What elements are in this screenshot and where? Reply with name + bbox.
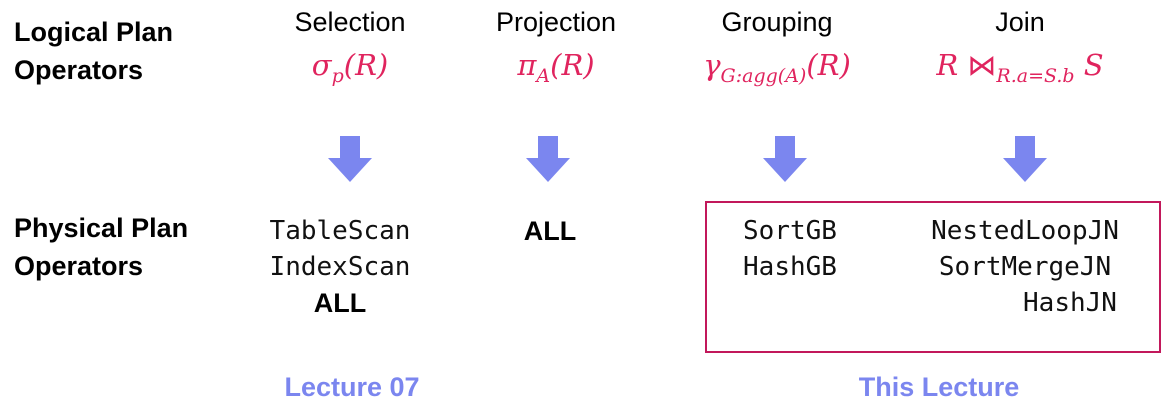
operator-selection-name: Selection <box>294 7 406 37</box>
grouping-symbol: γ <box>703 48 721 82</box>
grouping-subscript: G:agg(A) <box>720 65 807 87</box>
operator-grouping-name: Grouping <box>721 7 833 37</box>
selection-subscript: p <box>331 65 344 87</box>
join-symbol: ⋈ <box>967 48 997 82</box>
physical-op-tablescan: TableScan <box>269 216 411 246</box>
selection-arg: (R) <box>343 48 389 82</box>
down-arrow-icon <box>526 136 570 182</box>
grouping-formula: γG:agg(A)(R) <box>647 46 907 95</box>
this-lecture-box <box>705 201 1161 353</box>
physical-op-hashjn: HashJN <box>1023 288 1117 318</box>
operator-projection-name: Projection <box>495 7 617 37</box>
selection-symbol: σ <box>311 48 332 82</box>
physical-op-nestedloopjn: NestedLoopJN <box>931 216 1119 246</box>
this-lecture-label: This Lecture <box>858 372 1020 402</box>
projection-symbol: π <box>517 48 537 82</box>
logical-plan-label-line1: Logical Plan <box>14 17 174 47</box>
physical-op-all: ALL <box>523 216 577 246</box>
projection-physical-list: ALL <box>500 213 600 249</box>
physical-plan-label-line2: Operators <box>14 251 144 281</box>
down-arrow-icon <box>328 136 372 182</box>
join-subscript: R.a=S.b <box>996 65 1075 87</box>
selection-physical-list: TableScan IndexScan ALL <box>230 213 450 321</box>
logical-plan-label: Logical Plan Operators <box>14 15 173 87</box>
selection-formula: σp(R) <box>220 46 480 95</box>
join-left: R <box>936 48 959 82</box>
lecture-07-label: Lecture 07 <box>284 372 420 402</box>
physical-op-hashgb: HashGB <box>743 252 837 282</box>
physical-op-all: ALL <box>313 288 367 318</box>
physical-op-sortgb: SortGB <box>743 216 837 246</box>
projection-subscript: A <box>536 65 551 87</box>
grouping-physical-list: SortGB HashGB <box>715 213 865 285</box>
physical-plan-label-line1: Physical Plan <box>14 213 189 243</box>
physical-plan-label: Physical Plan Operators <box>14 211 188 283</box>
projection-formula: πA(R) <box>426 46 686 95</box>
physical-op-indexscan: IndexScan <box>269 252 411 282</box>
grouping-arg: (R) <box>806 48 851 82</box>
logical-plan-label-line2: Operators <box>14 55 144 85</box>
physical-op-sortmergejn: SortMergeJN <box>938 252 1112 282</box>
join-formula: R ⋈R.a=S.b S <box>890 46 1150 95</box>
join-physical-list: NestedLoopJN SortMergeJN HashJN <box>900 213 1150 321</box>
down-arrow-icon <box>763 136 807 182</box>
join-right: S <box>1083 48 1104 82</box>
operator-join-name: Join <box>995 7 1045 37</box>
projection-arg: (R) <box>550 48 595 82</box>
down-arrow-icon <box>1003 136 1047 182</box>
